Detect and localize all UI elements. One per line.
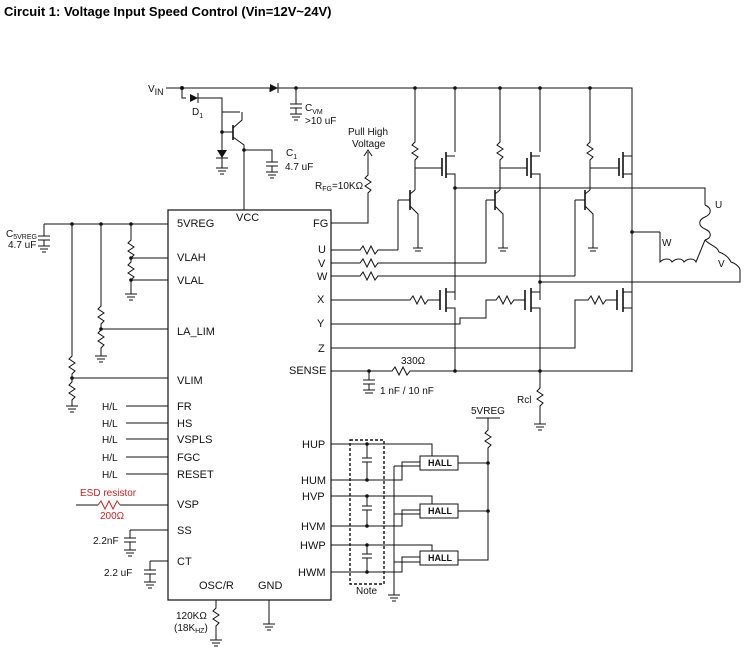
- motor-u-label: U: [715, 200, 722, 211]
- fg-pullup: Pull High Voltage RFG=10KΩ: [315, 127, 388, 224]
- pin-fg: FG: [313, 218, 328, 230]
- pin-hup: HUP: [302, 439, 325, 451]
- hl-hs: H/L: [102, 419, 118, 430]
- osc-resistor-alt: (18KHZ): [174, 623, 208, 635]
- pin-vspls: VSPLS: [177, 434, 212, 446]
- pin-reset: RESET: [177, 469, 214, 481]
- pin-vcc: VCC: [236, 212, 259, 224]
- pin-v: V: [318, 258, 326, 270]
- sense-resistor-value: 330Ω: [401, 356, 426, 367]
- hl-fr: H/L: [102, 402, 118, 413]
- pin-u: U: [318, 244, 326, 256]
- pin-ss: SS: [177, 525, 192, 537]
- diagram-title: Circuit 1: Voltage Input Speed Control (…: [4, 4, 331, 19]
- pin-y: Y: [317, 318, 325, 330]
- pin-vsp: VSP: [177, 499, 199, 511]
- pin-vlim: VLIM: [177, 375, 203, 387]
- ss-cap-value: 2.2nF: [93, 536, 119, 547]
- pin-ct: CT: [177, 556, 192, 568]
- pin-hum: HUM: [301, 475, 326, 487]
- pin-osc-r: OSC/R: [199, 580, 234, 592]
- pin-fr: FR: [177, 401, 192, 413]
- pull-high-label-1: Pull High: [348, 127, 388, 138]
- pull-high-label-2: Voltage: [352, 139, 386, 150]
- ic-right-pins: FG U V W X Y Z SENSE HUP HUM HVP HVM HWP…: [289, 218, 328, 579]
- pin-hs: HS: [177, 418, 192, 430]
- pin-vlal: VLAL: [177, 275, 204, 287]
- pin-gnd: GND: [258, 580, 283, 592]
- hl-vspls: H/L: [102, 435, 118, 446]
- motor-v-label: V: [718, 259, 725, 270]
- esd-label: ESD resistor: [80, 488, 137, 499]
- cvm-label: CVM: [305, 103, 323, 116]
- pin-hvp: HVP: [302, 491, 325, 503]
- vin-label: VIN: [148, 84, 164, 97]
- pin-hwm: HWM: [298, 567, 326, 579]
- cvm-value: >10 uF: [305, 116, 336, 127]
- pin-5vreg: 5VREG: [177, 218, 214, 230]
- note-dashed-box: [349, 439, 385, 585]
- c1-value: 4.7 uF: [285, 162, 313, 173]
- hall-sensor-3: HALL: [428, 553, 452, 563]
- ic-chip: [167, 209, 332, 601]
- hall-sensor-2: HALL: [428, 506, 452, 516]
- hl-fgc: H/L: [102, 453, 118, 464]
- pin-x: X: [317, 294, 325, 306]
- hl-reset: H/L: [102, 470, 118, 481]
- hall-5vreg-label: 5VREG: [471, 406, 505, 417]
- output-stage: 330Ω 1 nF / 10 nF Rcl: [331, 86, 741, 431]
- osc-resistor-value: 120KΩ: [176, 611, 207, 622]
- c5vreg-value: 4.7 uF: [8, 240, 36, 251]
- ct-cap-value: 2.2 uF: [104, 568, 132, 579]
- pin-vlah: VLAH: [177, 252, 206, 264]
- rcl-label: Rcl: [517, 395, 531, 406]
- pin-hwp: HWP: [300, 540, 326, 552]
- pin-w: W: [317, 271, 328, 283]
- ic-left-pins: 5VREG VLAH VLAL LA_LIM VLIM FR HS VSPLS …: [177, 218, 215, 568]
- motor-w-label: W: [662, 238, 672, 249]
- pin-la-lim: LA_LIM: [177, 326, 215, 338]
- c1-label: C1: [286, 148, 297, 161]
- c5vreg-label: C5VREG: [6, 229, 37, 241]
- d1-label: D1: [192, 107, 203, 120]
- sense-cap-value: 1 nF / 10 nF: [380, 386, 434, 397]
- bottom-network: 120KΩ (18KHZ): [174, 600, 275, 647]
- hall-sensor-1: HALL: [428, 458, 452, 468]
- pin-sense: SENSE: [289, 365, 326, 377]
- pin-fgc: FGC: [177, 452, 200, 464]
- pin-hvm: HVM: [301, 521, 325, 533]
- hall-section: Note HALL HALL HALL 5VREG: [331, 406, 505, 602]
- rfg-label: RFG=10KΩ: [315, 181, 364, 193]
- esd-value: 200Ω: [100, 511, 125, 522]
- left-network: C5VREG 4.7 uF H/L: [6, 222, 168, 589]
- d1-diode: [190, 94, 198, 102]
- motor-windings: U W V: [659, 200, 741, 271]
- pin-z: Z: [318, 343, 325, 355]
- note-label: Note: [356, 586, 378, 597]
